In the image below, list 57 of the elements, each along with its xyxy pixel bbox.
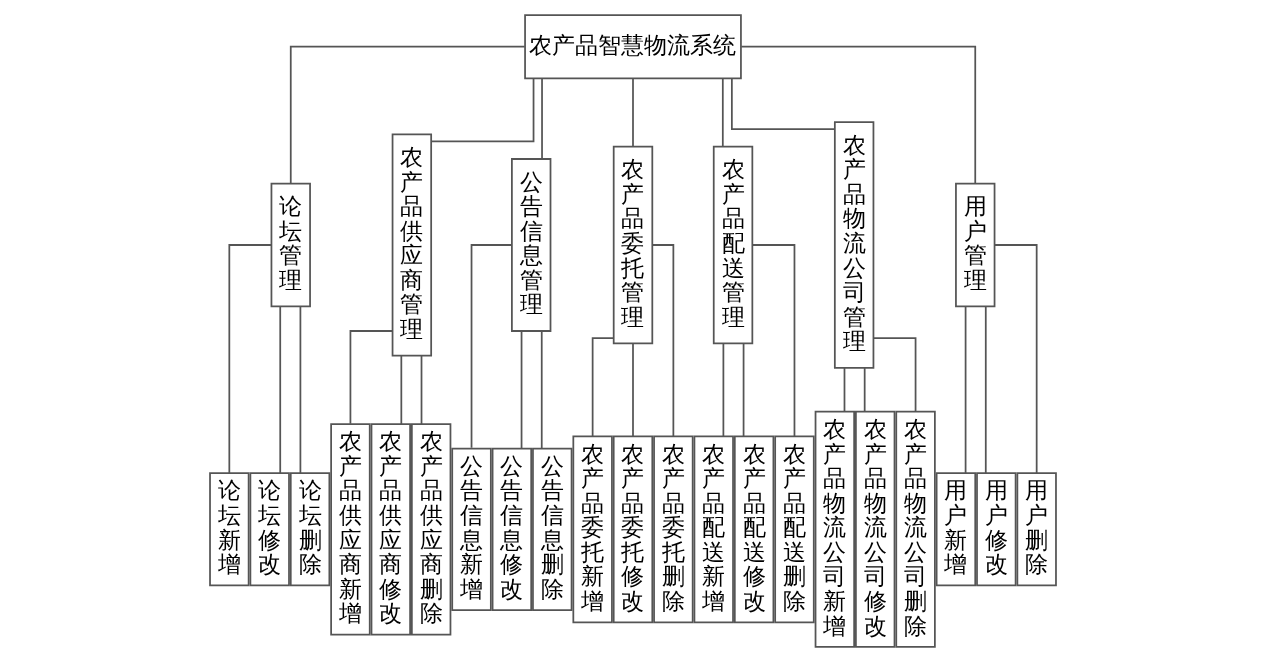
node-box: 农产品供应商修改 (370, 423, 411, 636)
node-box: 农产品智慧物流系统 (523, 14, 742, 80)
node-box: 农产品配送新增 (693, 435, 734, 624)
node-box: 农产品供应商删除 (410, 423, 451, 636)
node-box: 用户新增 (935, 472, 976, 587)
connector (520, 330, 522, 450)
connector (751, 244, 795, 438)
connector (742, 342, 744, 437)
node-box: 用户删除 (1016, 472, 1057, 587)
connector (739, 45, 976, 185)
node-box: 农产品委托删除 (652, 435, 694, 624)
node-box: 论坛管理 (270, 182, 311, 308)
node-box: 农产品供应商管理 (391, 133, 432, 357)
node-box: 农产品物流公司管理 (833, 121, 874, 369)
node-box: 农产品委托修改 (612, 435, 653, 624)
connector (993, 244, 1038, 475)
connector (730, 77, 835, 131)
connector (721, 77, 724, 148)
node-box: 农产品配送管理 (712, 145, 753, 345)
connector (722, 342, 724, 437)
connector (843, 367, 845, 413)
node-box: 论坛修改 (249, 472, 290, 587)
node-box: 用户修改 (975, 472, 1016, 587)
node-box: 农产品物流公司修改 (854, 410, 895, 648)
node-box: 用户管理 (954, 182, 995, 308)
connector (863, 367, 866, 413)
node-box: 论坛新增 (208, 472, 249, 587)
connector (399, 354, 402, 425)
connector (420, 354, 422, 425)
connector (631, 77, 634, 148)
connector (631, 342, 634, 437)
node-box: 公告信息新增 (450, 447, 492, 611)
node-box: 公告信息删除 (531, 447, 572, 611)
connector (651, 244, 674, 438)
connector (540, 330, 543, 450)
connector (289, 45, 526, 185)
node-box: 农产品委托新增 (571, 435, 613, 624)
node-box: 公告信息修改 (491, 447, 532, 611)
node-box: 农产品委托管理 (612, 145, 653, 345)
connector (470, 244, 513, 449)
connector (540, 77, 543, 160)
node-box: 农产品物流公司新增 (814, 410, 855, 648)
connector (964, 305, 966, 474)
node-box: 公告信息管理 (510, 158, 551, 332)
node-box: 农产品配送删除 (773, 435, 815, 624)
node-box: 农产品物流公司删除 (894, 410, 936, 648)
connector (349, 330, 393, 425)
connector (872, 337, 916, 413)
connector (591, 337, 614, 437)
connector (984, 305, 987, 474)
connector (430, 77, 534, 143)
connector (299, 305, 301, 474)
connector (278, 305, 281, 474)
node-box: 农产品配送修改 (733, 435, 774, 624)
node-box: 农产品供应商新增 (329, 423, 371, 636)
connector (227, 244, 272, 475)
node-box: 论坛删除 (289, 472, 330, 587)
